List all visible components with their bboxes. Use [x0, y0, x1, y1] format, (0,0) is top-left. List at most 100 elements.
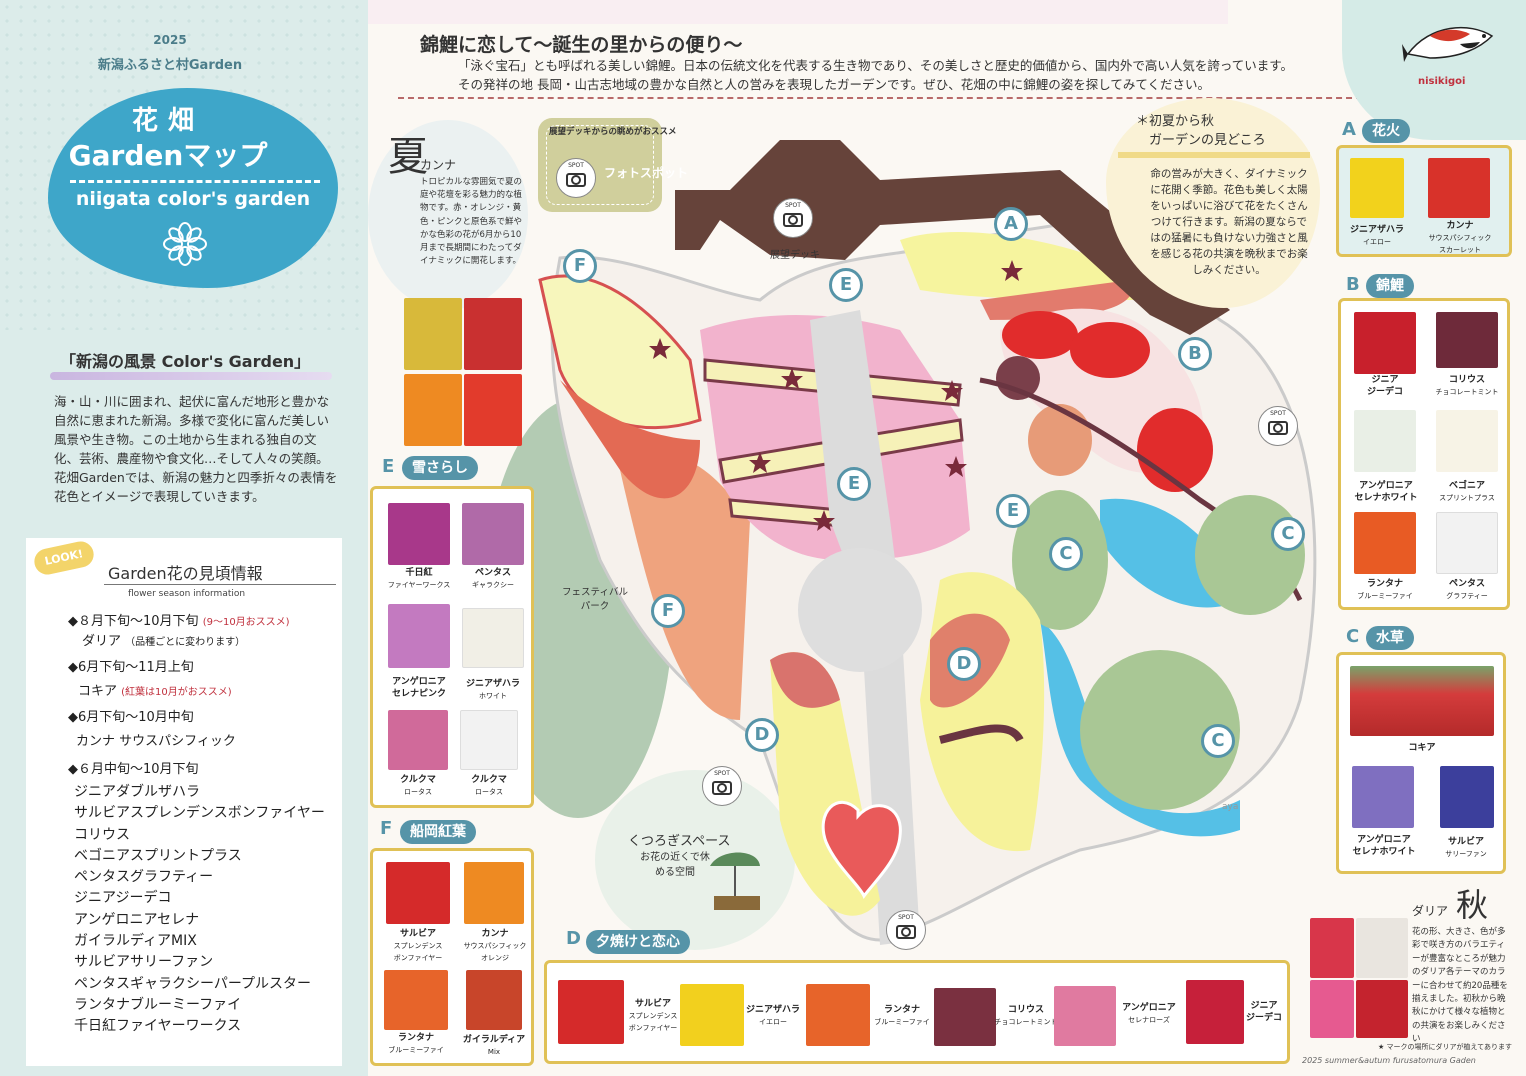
flower-caption: コキア: [1408, 743, 1436, 753]
marker-c[interactable]: C: [1049, 537, 1083, 571]
header-description: 「泳ぐ宝石」とも呼ばれる美しい錦鯉。日本の伝統文化を代表する生き物であり、その美…: [458, 56, 1293, 94]
list-item: サルビアスプレンデンスボンファイヤー: [74, 805, 325, 822]
bed-b-dark: [996, 356, 1040, 400]
marker-e[interactable]: E: [837, 467, 871, 501]
period-text: ◆８月下旬〜10月下旬: [68, 614, 199, 629]
spot-label: SPOT: [785, 202, 801, 209]
flower-photo: [1054, 986, 1116, 1046]
flower-caption: 千日紅ファイヤーワークス: [387, 568, 451, 589]
flower-photo: [934, 988, 996, 1046]
title-divider: [70, 180, 320, 183]
flower-photo: [386, 862, 450, 924]
autumn-kanji: 秋: [1456, 886, 1489, 924]
section-d-letter: D: [566, 928, 581, 949]
header-divider: [398, 97, 1362, 99]
flower-caption: コリウスチョコレートミント: [994, 1005, 1058, 1026]
flower-caption: アンゲロニア セレナホワイト: [1354, 481, 1418, 503]
title-blob: [48, 88, 338, 288]
marker-c[interactable]: C: [1201, 724, 1235, 758]
marker-e[interactable]: E: [829, 268, 863, 302]
header-desc-line1: 「泳ぐ宝石」とも呼ばれる美しい錦鯉。日本の伝統文化を代表する生き物であり、その美…: [458, 58, 1294, 73]
flower-caption: サルビアスプレンデンス ボンファイヤー: [628, 999, 678, 1032]
flower-caption: サルビアスプレンデンス ボンファイヤー: [393, 929, 443, 962]
marker-c[interactable]: C: [1271, 517, 1305, 551]
marker-d[interactable]: D: [947, 647, 981, 681]
list-item: ジニアダブルザハラ: [74, 784, 200, 800]
bed-a: [900, 231, 1140, 300]
section-f-letter: F: [380, 818, 393, 839]
flower-photo: [1436, 512, 1498, 574]
bed-c: [1080, 650, 1240, 810]
flower-photo: [1436, 312, 1498, 368]
footer-text: 2025 summer&autum furusatomura Gaden: [1302, 1056, 1476, 1065]
bed-d-left-red: [770, 652, 840, 708]
flower-list: ジニアダブルザハラ サルビアスプレンデンスボンファイヤー コリウス ベゴニアスプ…: [74, 782, 325, 1038]
period-note: (9〜10月おススメ): [202, 617, 290, 628]
section-b-tag: 錦鯉: [1366, 274, 1414, 298]
intro-title: 「新潟の風景 Color's Garden」: [60, 352, 311, 371]
season-flower-1: ダリア （品種ごとに変わります）: [82, 630, 245, 649]
dahlia-photo: [1310, 918, 1354, 978]
camera-icon[interactable]: SPOT: [702, 766, 742, 806]
flower-note: （品種ごとに変わります）: [125, 637, 246, 648]
observation-deck: [675, 140, 1230, 335]
marker-d[interactable]: D: [745, 718, 779, 752]
dahlia-photo: [1356, 980, 1408, 1038]
list-item: 千日紅ファイヤーワークス: [74, 1018, 242, 1035]
flower-caption: ジニアザハライエロー: [1349, 225, 1404, 246]
flower-photo: [464, 862, 524, 924]
section-a-tag: 花火: [1362, 119, 1410, 143]
flower-caption: ペンタスギャラクシー: [472, 568, 514, 589]
marker-b[interactable]: B: [1178, 337, 1212, 371]
section-d-box: [544, 960, 1290, 1064]
marker-a[interactable]: A: [994, 207, 1028, 241]
flower-caption: カンナサウスパシフィック スカーレット: [1428, 221, 1492, 254]
marker-f[interactable]: F: [563, 249, 597, 283]
season-flower-3: カンナ サウスパシフィック: [76, 734, 236, 749]
summer-kanji: 夏: [388, 134, 428, 180]
camera-icon[interactable]: SPOT: [773, 198, 813, 238]
flower-caption: ベゴニアスプリントプラス: [1439, 481, 1495, 502]
flower-photo: [388, 710, 448, 770]
photo-spot-label: フォトスポット: [604, 166, 689, 180]
flower-photo: [558, 980, 624, 1044]
marker-e[interactable]: E: [996, 494, 1030, 528]
list-item: ジニアジーデコ: [74, 890, 172, 907]
marker-f[interactable]: F: [651, 594, 685, 628]
camera-icon[interactable]: SPOT: [1258, 406, 1298, 446]
section-f-tag: 船岡紅葉: [400, 820, 476, 844]
artist-signature: aya: [1222, 802, 1239, 812]
camera-icon[interactable]: SPOT: [886, 910, 926, 950]
festival-text: フェスティバルパーク: [562, 587, 628, 612]
flower-photo: [1354, 512, 1416, 574]
flower-text: ダリア: [82, 634, 122, 649]
flower-icon: [163, 222, 207, 266]
flower-caption: コリウスチョコレートミント: [1435, 375, 1499, 396]
bed-c: [1195, 495, 1305, 615]
koi-label: nisikigoi: [1418, 76, 1466, 87]
deck-label: 展望デッキ: [770, 250, 820, 261]
season-flower-2: コキア (紅葉は10月がおススメ): [78, 680, 232, 699]
season-period-1: ◆８月下旬〜10月下旬 (9〜10月おススメ): [68, 610, 290, 629]
intro-text: 海・山・川に囲まれ、起伏に富んだ地形と豊かな自然に恵まれた新潟。多様で変化に富ん…: [54, 394, 338, 504]
section-a-letter: A: [1342, 119, 1356, 140]
flower-caption: サルビアサリーファン: [1445, 837, 1487, 858]
flower-photo: [388, 503, 450, 565]
central-circle: [798, 548, 922, 672]
flower-caption: ペンタスグラフティー: [1446, 579, 1488, 600]
koi-corner: [1342, 0, 1526, 140]
list-item: アンゲロニアセレナ: [74, 911, 200, 928]
summer-bg: [368, 120, 528, 310]
dahlia-name: ダリア: [1412, 904, 1449, 918]
section-c-letter: C: [1346, 626, 1360, 647]
list-item: ペンタスグラフティー: [74, 869, 214, 886]
title-line3: niigata color's garden: [75, 188, 311, 210]
flower-text: コキア: [78, 684, 118, 699]
spot-label: SPOT: [1270, 410, 1286, 417]
flower-caption: クルクマロータス: [471, 775, 507, 796]
section-e-letter: E: [382, 456, 395, 477]
dahlia-description: 花の形、大きさ、色が多彩で咲き方のバラエティーが豊富なところが魅力のダリア各テー…: [1412, 927, 1508, 1045]
bed-d-stroke: [939, 724, 1024, 744]
flower-caption: アンゲロニア セレナホワイト: [1352, 835, 1416, 857]
